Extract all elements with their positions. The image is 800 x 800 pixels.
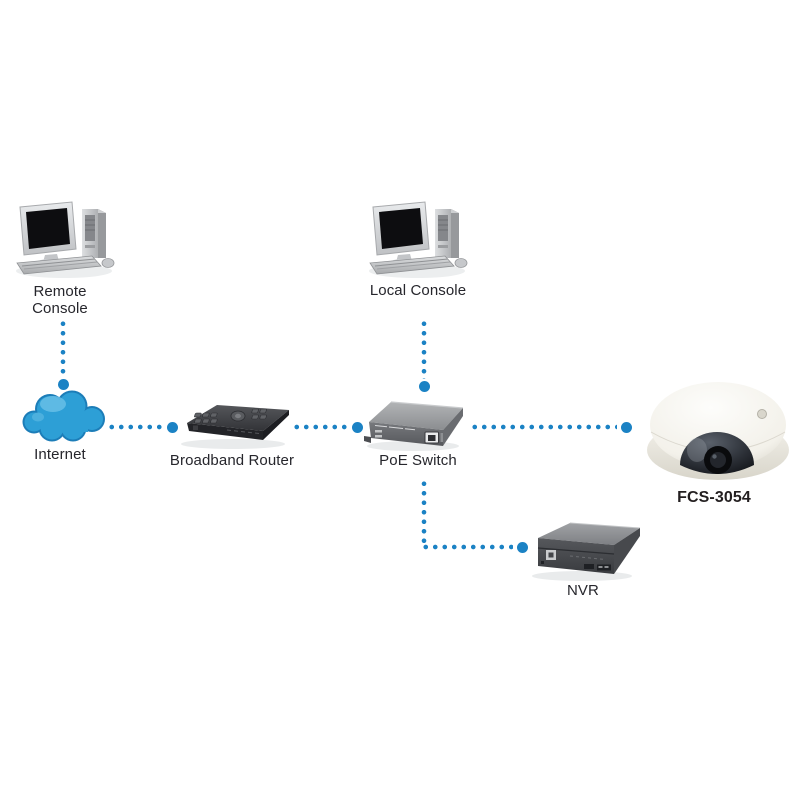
connector-internet-router xyxy=(107,424,165,430)
poe-switch-icon xyxy=(364,401,464,451)
desktop-computer-icon xyxy=(16,201,115,278)
camera-model-label: FCS-3054 xyxy=(677,489,751,506)
connector-endpoint-dot xyxy=(166,421,178,433)
connector-endpoint-dot xyxy=(516,541,528,553)
internet-label: Internet xyxy=(34,446,86,463)
nvr-icon xyxy=(532,522,641,581)
connector-endpoint-dot xyxy=(57,378,69,390)
local-console-label: Local Console xyxy=(369,282,467,299)
connector-endpoint-dot xyxy=(351,421,363,433)
broadband-router-label: Broadband Router xyxy=(169,452,295,469)
connector-router-switch xyxy=(292,424,348,430)
desktop-computer-icon xyxy=(369,201,468,278)
connector-endpoint-dot xyxy=(418,380,430,392)
connector-remote-console-internet xyxy=(60,319,66,377)
cloud-icon xyxy=(22,390,105,442)
connector-switch-nvr-horizontal xyxy=(421,544,513,550)
router-icon xyxy=(181,405,289,449)
connector-switch-nvr-vertical xyxy=(421,479,427,543)
dome-camera-icon xyxy=(647,382,789,480)
connector-endpoint-dot xyxy=(620,421,632,433)
nvr-label: NVR xyxy=(567,582,599,599)
connector-switch-camera xyxy=(470,424,617,430)
poe-switch-label: PoE Switch xyxy=(379,452,457,469)
remote-console-label: Remote Console xyxy=(32,283,88,317)
connector-local-console-switch xyxy=(421,319,427,379)
